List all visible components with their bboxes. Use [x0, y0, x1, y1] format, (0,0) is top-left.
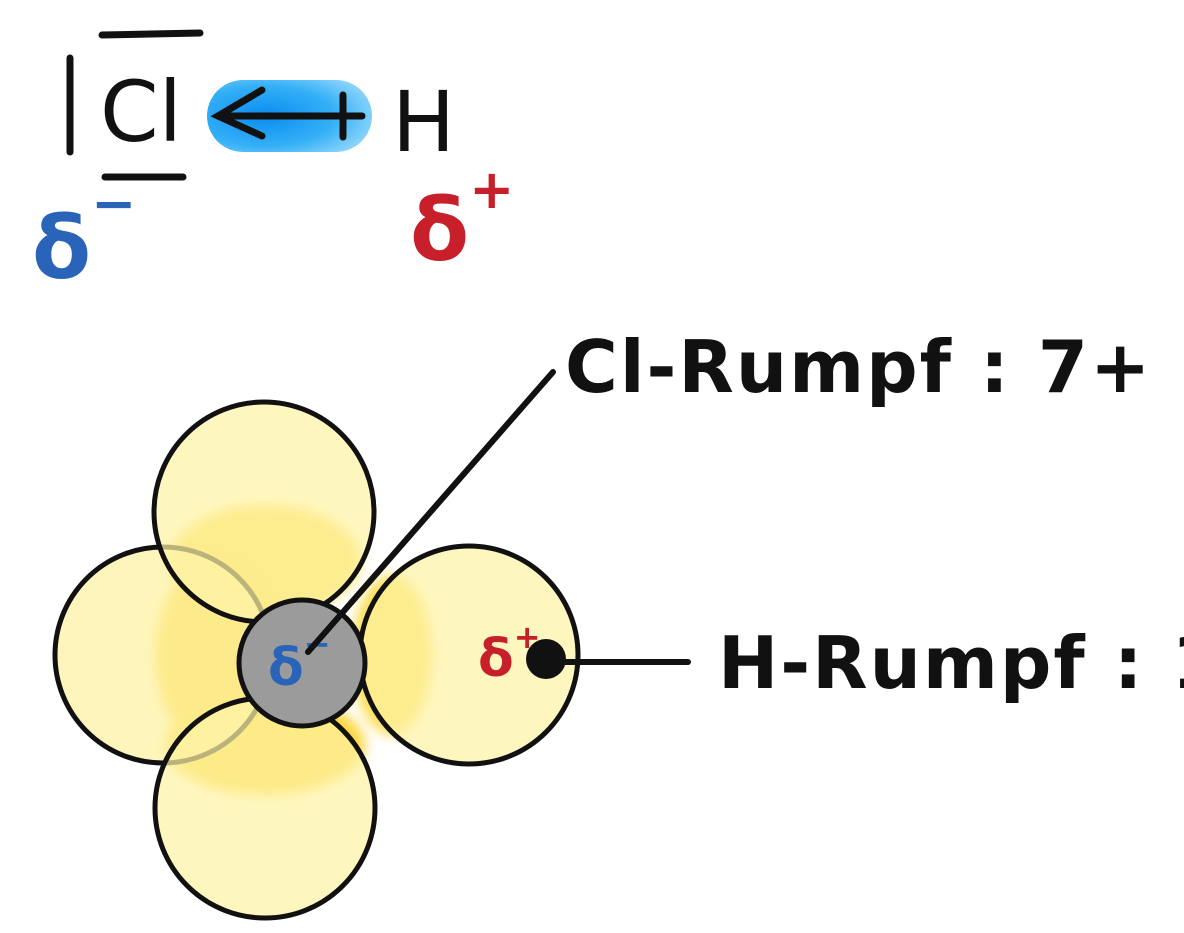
chlorine-core-charge: δ−: [268, 625, 331, 698]
chlorine-core-label: Cl-Rumpf : 7+: [565, 325, 1152, 409]
labels: Cl-Rumpf : 7+ H-Rumpf : 1+: [305, 325, 1184, 705]
hydrogen-symbol: H: [392, 73, 455, 171]
lewis-formula: Cl H δ− δ+: [32, 29, 514, 299]
hydrogen-core-charge: δ+: [478, 618, 541, 689]
hydrogen-core-label: H-Rumpf : 1+: [718, 621, 1184, 705]
hydrogen-core: [526, 639, 566, 679]
cl-lone-pair-top: [98, 29, 204, 39]
chlorine-symbol: Cl: [100, 63, 182, 161]
chlorine-core-pointer: [305, 369, 556, 655]
dipole-arrow: [210, 86, 366, 141]
orbital-bottom: [152, 695, 378, 921]
hydrogen-partial-charge: δ+: [410, 158, 514, 281]
chlorine-partial-charge: δ−: [32, 172, 136, 299]
chlorine-core: [236, 597, 368, 729]
orbital-top: [151, 399, 377, 625]
orbital-model: δ− δ+: [52, 399, 581, 921]
